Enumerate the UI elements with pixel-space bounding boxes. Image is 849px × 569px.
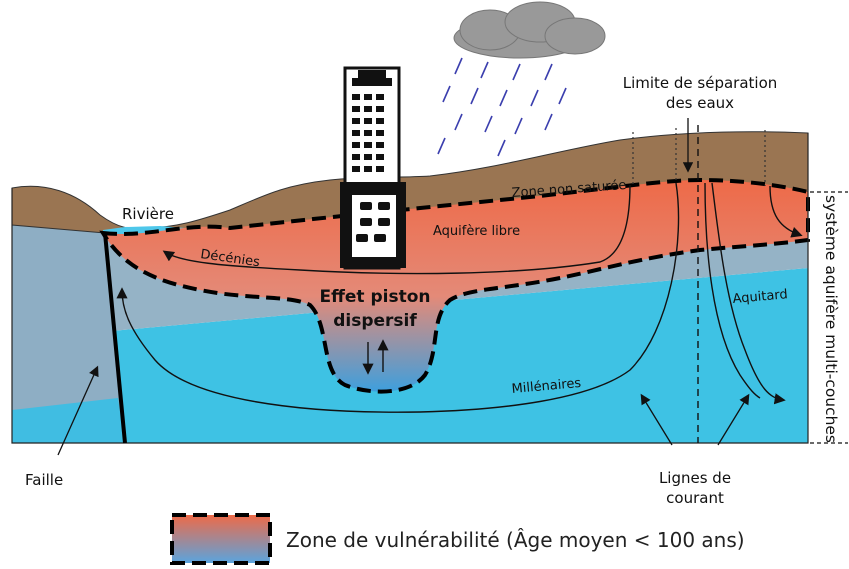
flow-line-decades	[162, 184, 631, 275]
label-aquifere-libre: Aquifère libre	[433, 224, 520, 239]
faille-pointer	[57, 365, 99, 456]
flow-line-millennia	[116, 182, 680, 413]
legend-swatch	[170, 513, 272, 565]
lignes-pointer-left	[640, 393, 673, 446]
cross-section-frame	[11, 133, 809, 444]
system-bracket	[810, 191, 848, 444]
label-millenaires: Millénaires	[511, 376, 582, 397]
cloud-icon	[453, 1, 606, 59]
label-lignes-2: courant	[666, 489, 724, 507]
label-lignes-1: Lignes de	[659, 469, 731, 487]
vulnerability-zone	[99, 177, 810, 394]
label-limite-2: des eaux	[666, 94, 734, 112]
fault-line	[103, 232, 127, 444]
lignes-pointer-right	[717, 393, 750, 446]
label-riviere: Rivière	[122, 205, 174, 223]
building-icon	[340, 66, 406, 270]
label-effet-piston-2: dispersif	[333, 311, 417, 331]
fault-block-lower	[12, 398, 125, 443]
flow-line-right-inner	[704, 182, 761, 399]
flow-line-right	[711, 182, 786, 405]
flow-line-shallow-right	[769, 185, 803, 238]
label-faille: Faille	[25, 471, 63, 489]
label-aquitard: Aquitard	[732, 287, 788, 307]
rain-icon	[437, 57, 567, 157]
label-systeme: système aquifère multi-couches	[822, 195, 840, 443]
fault-block	[12, 225, 125, 443]
legend-label: Zone de vulnérabilité (Âge moyen < 100 a…	[286, 528, 745, 552]
label-effet-piston-1: Effet piston	[320, 287, 431, 307]
label-limite-1: Limite de séparation	[623, 74, 778, 92]
